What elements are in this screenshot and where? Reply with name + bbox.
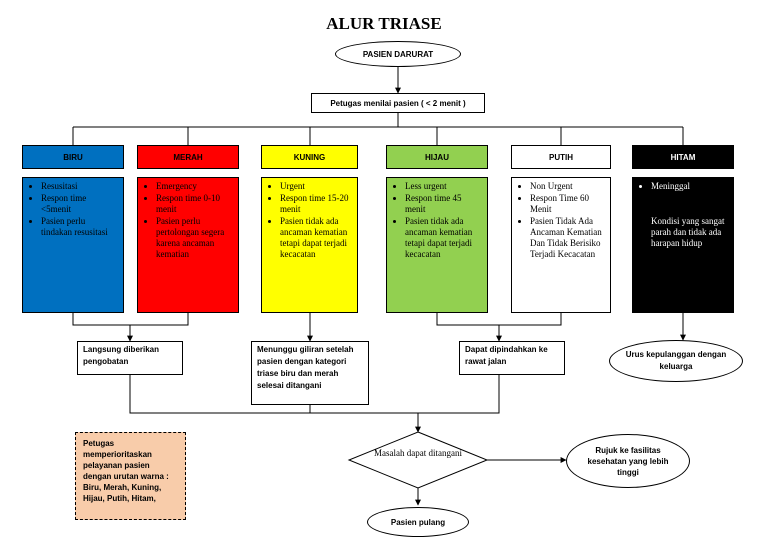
criteria-item: Pasien tidak ada ancaman kematian tetapi… <box>280 216 351 260</box>
criteria-item: Non Urgent <box>530 181 604 192</box>
criteria-item: Respon time 45 menit <box>405 193 481 215</box>
criteria-item: Pasien Tidak Ada Ancaman Kematian Dan Ti… <box>530 216 604 260</box>
criteria-item: Respon time 15-20 menit <box>280 193 351 215</box>
start-node: PASIEN DARURAT <box>335 41 461 67</box>
category-header-merah: MERAH <box>137 145 239 169</box>
assess-step: Petugas menilai pasien ( < 2 menit ) <box>311 93 485 113</box>
category-header-hitam: HITAM <box>632 145 734 169</box>
category-body-kuning: Urgent Respon time 15-20 menit Pasien ti… <box>261 177 358 313</box>
category-body-hijau: Less urgent Respon time 45 menit Pasien … <box>386 177 488 313</box>
category-header-biru: BIRU <box>22 145 124 169</box>
priority-note: Petugas memperioritaskan pelayanan pasie… <box>75 432 186 520</box>
outcome-menunggu: Menunggu giliran setelah pasien dengan k… <box>251 341 369 405</box>
page-title: ALUR TRIASE <box>326 14 442 33</box>
criteria-item: Respon time <5menit <box>41 193 117 215</box>
criteria-item: Urgent <box>280 181 351 192</box>
category-body-hitam: Meninggal Kondisi yang sangat parah dan … <box>632 177 734 313</box>
criteria-item: Less urgent <box>405 181 481 192</box>
criteria-item: Pasien tidak ada ancaman kematian tetapi… <box>405 216 481 260</box>
category-body-merah: Emergency Respon time 0-10 menit Pasien … <box>137 177 239 313</box>
category-header-putih: PUTIH <box>511 145 611 169</box>
category-body-biru: Resusitasi Respon time <5menit Pasien pe… <box>22 177 124 313</box>
outcome-langsung: Langsung diberikan pengobatan <box>77 341 183 375</box>
decision-node: Masalah dapat ditangani <box>374 448 462 458</box>
criteria-item: Respon Time 60 Menit <box>530 193 604 215</box>
criteria-item: Pasien perlu pertolongan segera karena a… <box>156 216 232 260</box>
outcome-urus-kepulangan: Urus kepulanggan dengan keluarga <box>609 340 743 382</box>
category-header-kuning: KUNING <box>261 145 358 169</box>
outcome-dipindahkan: Dapat dipindahkan ke rawat jalan <box>459 341 565 375</box>
criteria-item: Pasien perlu tindakan resusitasi <box>41 216 117 238</box>
category-body-putih: Non Urgent Respon Time 60 Menit Pasien T… <box>511 177 611 313</box>
referral-node: Rujuk ke fasilitas kesehatan yang lebih … <box>566 434 690 488</box>
criteria-item: Emergency <box>156 181 232 192</box>
category-header-hijau: HIJAU <box>386 145 488 169</box>
criteria-item: Kondisi yang sangat parah dan tidak ada … <box>651 216 725 248</box>
end-node: Pasien pulang <box>367 507 469 537</box>
criteria-item: Resusitasi <box>41 181 117 192</box>
criteria-item: Respon time 0-10 menit <box>156 193 232 215</box>
criteria-item: Meninggal <box>651 181 727 192</box>
